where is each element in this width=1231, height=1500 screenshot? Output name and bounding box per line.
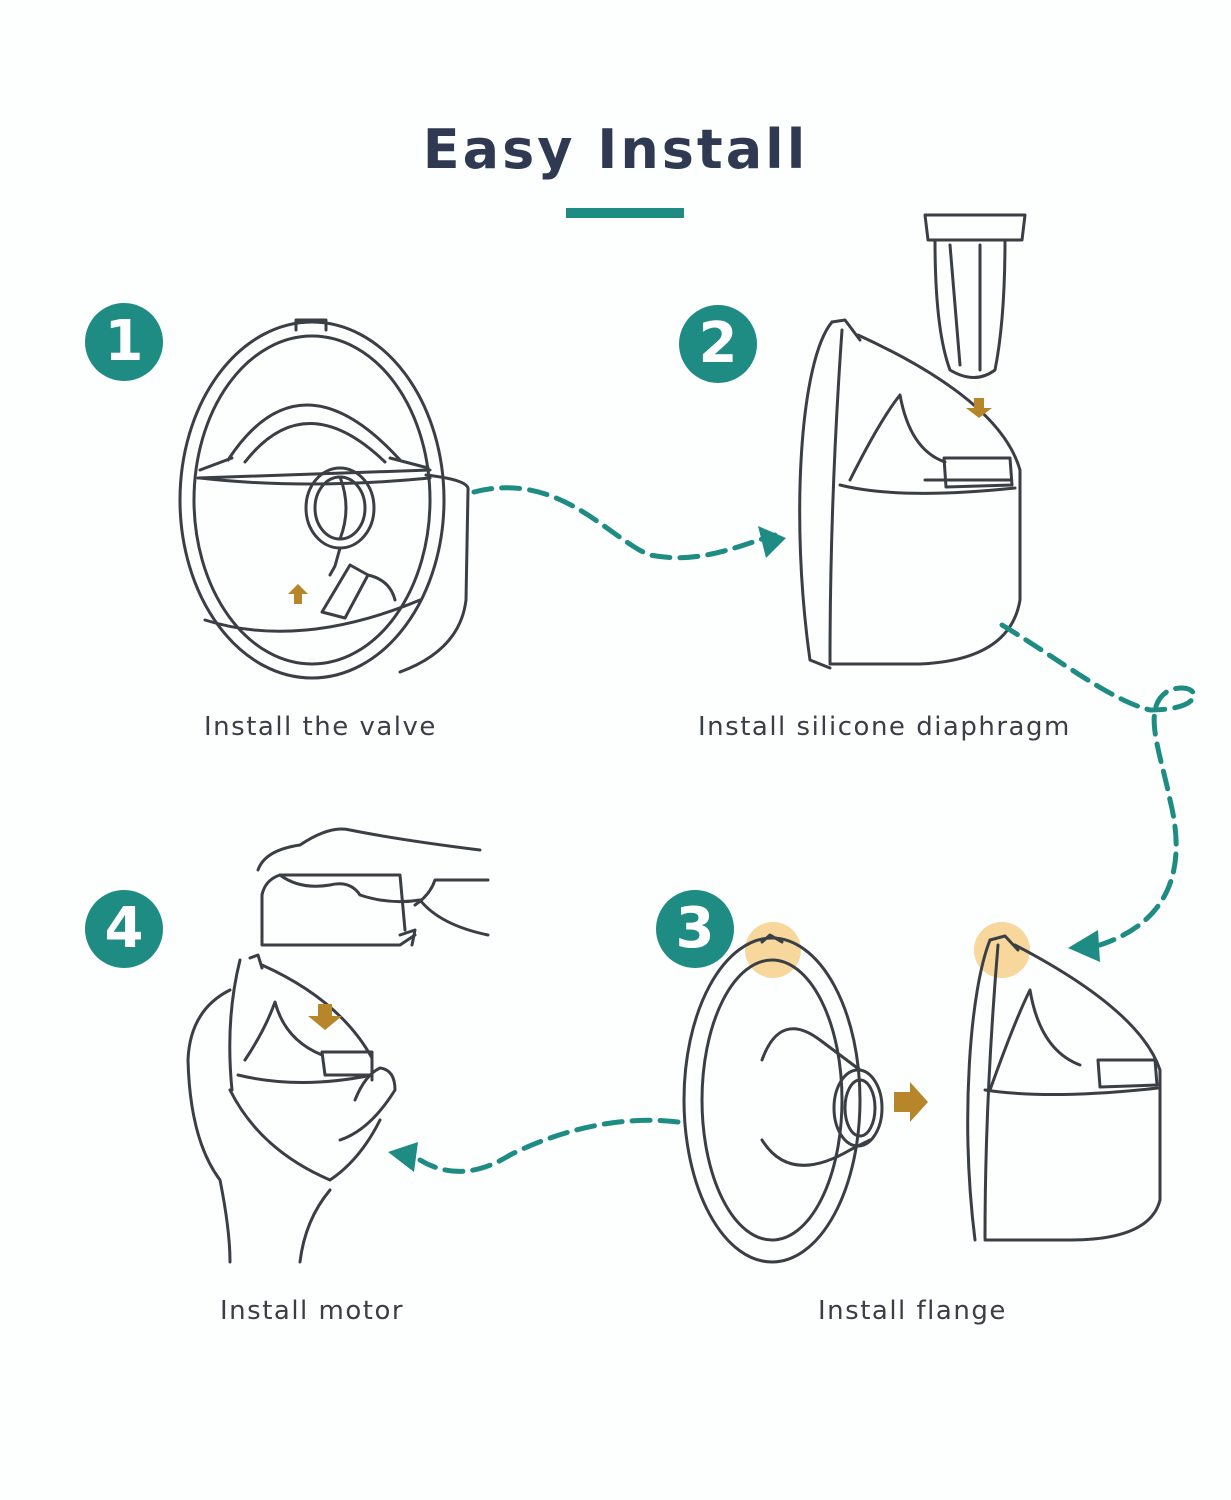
cup-side-icon <box>966 934 1162 1242</box>
dashed-connector <box>417 1117 681 1174</box>
dashed-connector <box>471 485 778 561</box>
motor-in-hand-icon <box>186 827 490 1264</box>
arrow-left-icon <box>1068 930 1100 962</box>
cup-side-icon <box>798 318 1022 670</box>
step-1-caption: Install the valve <box>204 712 437 742</box>
arrow-down-icon <box>308 1004 342 1030</box>
silicone-diaphragm-icon <box>923 213 1027 379</box>
step-4-caption: Install motor <box>220 1296 405 1326</box>
highlight-dot <box>745 922 801 978</box>
arrow-left-icon <box>388 1142 418 1172</box>
step-3-caption: Install flange <box>818 1296 1007 1326</box>
step-3-badge: 3 <box>656 890 734 968</box>
flange-icon <box>682 933 884 1264</box>
dashed-connector-loop <box>999 622 1197 948</box>
cup-with-valve-icon <box>178 318 470 680</box>
arrow-right-icon <box>758 526 786 558</box>
step-4-badge: 4 <box>85 890 163 968</box>
arrow-down-icon <box>966 398 992 418</box>
arrow-up-icon <box>288 584 308 604</box>
highlight-dot <box>974 922 1030 978</box>
step-2-badge: 2 <box>679 305 757 383</box>
step-2-caption: Install silicone diaphragm <box>698 712 1071 742</box>
title-underline <box>566 208 684 218</box>
arrow-right-icon <box>894 1082 928 1122</box>
page-title: Easy Install <box>422 118 809 181</box>
step-1-badge: 1 <box>85 303 163 381</box>
